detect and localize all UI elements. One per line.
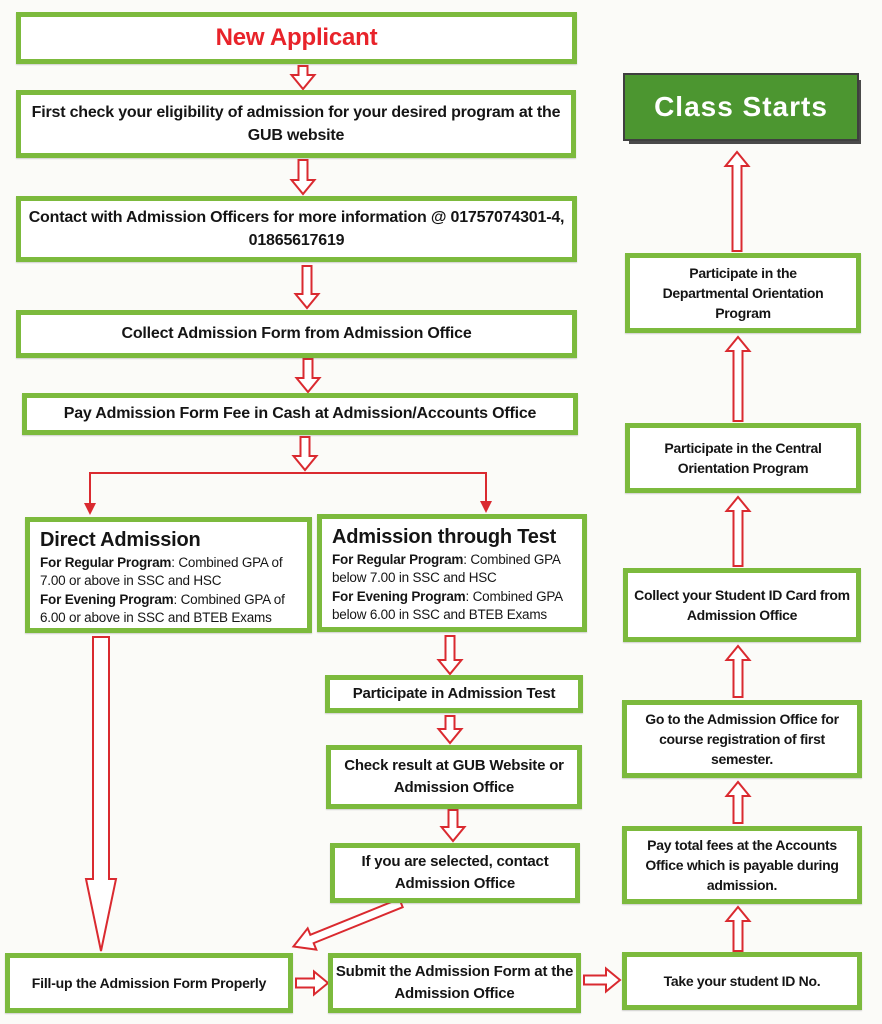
arrow-participate-to-result bbox=[436, 715, 464, 745]
step-check-result: Check result at GUB Website or Admission… bbox=[326, 745, 582, 809]
arrow-departmental-to-classstarts bbox=[723, 150, 751, 252]
step-label: First check your eligibility of admissio… bbox=[31, 103, 561, 144]
step-central-orientation: Participate in the Central Orientation P… bbox=[625, 423, 861, 493]
regular-program-criteria: For Regular Program: Combined GPA below … bbox=[332, 552, 560, 585]
arrow-contact-to-collect bbox=[293, 265, 321, 310]
step-submit-form: Submit the Admission Form at the Admissi… bbox=[328, 953, 581, 1013]
arrow-selected-to-fillup bbox=[291, 897, 404, 951]
step-label: New Applicant bbox=[215, 23, 378, 51]
step-label: Check result at GUB Website or Admission… bbox=[344, 757, 564, 796]
arrow-takeid-to-paytotal bbox=[724, 905, 752, 952]
arrow-idcard-to-central bbox=[724, 495, 752, 567]
arrow-new-applicant-to-eligibility bbox=[289, 65, 317, 91]
branch-connector bbox=[84, 472, 492, 515]
arrow-direct-to-fillup bbox=[84, 636, 118, 952]
evening-program-criteria: For Evening Program: Combined GPA below … bbox=[332, 588, 563, 622]
arrow-result-to-selected bbox=[439, 809, 467, 843]
step-contact-officers: Contact with Admission Officers for more… bbox=[16, 196, 577, 262]
step-fill-up-form: Fill-up the Admission Form Properly bbox=[5, 953, 293, 1013]
arrow-test-to-participate bbox=[436, 635, 464, 676]
arrow-central-to-departmental bbox=[724, 335, 752, 422]
arrow-paytotal-to-coursereg bbox=[724, 780, 752, 824]
regular-program-criteria: For Regular Program: Combined GPA of 7.0… bbox=[40, 555, 283, 588]
step-label: Fill-up the Admission Form Properly bbox=[31, 974, 267, 991]
step-new-applicant: New Applicant bbox=[16, 12, 577, 64]
step-label: Contact with Admission Officers for more… bbox=[28, 208, 565, 249]
step-label: Participate in the Central Orientation P… bbox=[664, 439, 822, 476]
step-collect-form: Collect Admission Form from Admission Of… bbox=[16, 310, 577, 358]
step-label: Class Starts bbox=[654, 90, 828, 122]
step-take-student-id: Take your student ID No. bbox=[622, 952, 862, 1010]
arrow-submit-to-takeid bbox=[583, 966, 622, 994]
step-label: Participate in the Departmental Orientat… bbox=[662, 264, 824, 322]
milestone-class-starts: Class Starts bbox=[623, 73, 859, 141]
step-participate-admission-test: Participate in Admission Test bbox=[325, 675, 583, 713]
step-check-eligibility: First check your eligibility of admissio… bbox=[16, 90, 576, 158]
step-pay-total-fees: Pay total fees at the Accounts Office wh… bbox=[622, 826, 862, 904]
branch-title: Admission through Test bbox=[332, 526, 557, 548]
step-course-registration: Go to the Admission Office for course re… bbox=[622, 700, 862, 778]
step-label: Collect Admission Form from Admission Of… bbox=[121, 325, 472, 343]
step-direct-admission: Direct Admission For Regular Program: Co… bbox=[25, 517, 312, 633]
step-collect-id-card: Collect your Student ID Card from Admiss… bbox=[623, 568, 861, 642]
arrow-fillup-to-submit bbox=[295, 969, 330, 997]
step-label: Take your student ID No. bbox=[663, 972, 821, 989]
step-if-selected-contact: If you are selected, contact Admission O… bbox=[330, 843, 580, 903]
arrow-eligibility-to-contact bbox=[289, 159, 317, 196]
step-label: Participate in Admission Test bbox=[352, 685, 556, 703]
arrow-collect-to-pay bbox=[294, 358, 322, 394]
branch-title: Direct Admission bbox=[40, 529, 201, 551]
arrow-pay-to-branch bbox=[291, 436, 319, 472]
step-label: Go to the Admission Office for course re… bbox=[645, 710, 839, 768]
step-label: If you are selected, contact Admission O… bbox=[361, 853, 549, 892]
step-pay-form-fee: Pay Admission Form Fee in Cash at Admiss… bbox=[22, 393, 578, 435]
step-label: Submit the Admission Form at the Admissi… bbox=[335, 963, 574, 1002]
step-label: Pay Admission Form Fee in Cash at Admiss… bbox=[63, 405, 537, 423]
arrow-coursereg-to-idcard bbox=[724, 644, 752, 698]
step-admission-through-test: Admission through Test For Regular Progr… bbox=[317, 514, 587, 632]
step-departmental-orientation: Participate in the Departmental Orientat… bbox=[625, 253, 861, 333]
step-label: Collect your Student ID Card from Admiss… bbox=[634, 586, 850, 623]
evening-program-criteria: For Evening Program: Combined GPA of 6.0… bbox=[40, 591, 285, 625]
step-label: Pay total fees at the Accounts Office wh… bbox=[645, 836, 839, 894]
